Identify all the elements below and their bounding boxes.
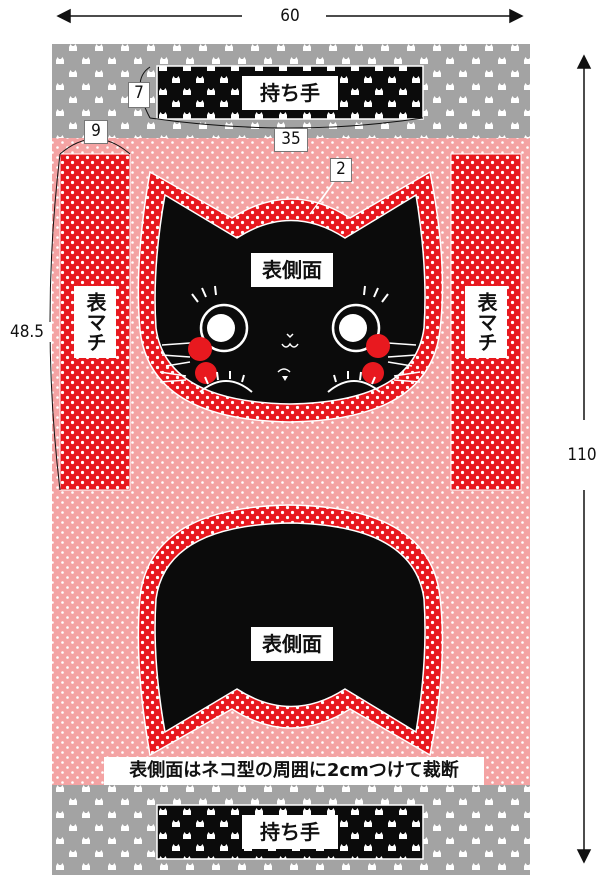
handle-bottom-label: 持ち手 — [242, 815, 338, 849]
cat-whiskers-bottom-icon — [159, 371, 421, 383]
side-top-label: 表側面 — [251, 253, 333, 287]
dimension-gusset-width-label: 9 — [84, 120, 108, 144]
cutting-note: 表側面はネコ型の周囲に2cmつけて裁断 — [104, 757, 484, 785]
cat-cheeks-bottom-icon — [188, 334, 390, 361]
seam-allowance-leaders — [309, 178, 337, 215]
cat-eyes-closed-icon — [199, 371, 381, 393]
cat-side-top-piece — [137, 170, 444, 423]
cat-nose-bottom-icon — [277, 368, 291, 381]
gusset-left-label: 表マチ — [74, 286, 116, 358]
gusset-right-label: 表マチ — [465, 286, 507, 358]
dimension-arrow-height — [576, 54, 592, 864]
side-bottom-label: 表側面 — [251, 627, 333, 661]
dimension-height-label: 110 — [567, 445, 597, 465]
cat-whiskers-icon — [161, 342, 417, 367]
cat-eyes-open-icon — [191, 285, 389, 353]
dimension-handle-length-label: 35 — [274, 128, 308, 152]
dimension-width-label: 60 — [280, 6, 300, 26]
handle-top-label: 持ち手 — [242, 76, 338, 110]
dimension-arrow-width — [56, 8, 524, 24]
dimension-seam-allowance-label: 2 — [330, 158, 352, 182]
cat-cheeks-icon — [195, 362, 384, 384]
dimension-gusset-length-label: 48.5 — [2, 322, 52, 342]
cat-mouth-icon — [281, 333, 299, 348]
dimension-handle-height-label: 7 — [128, 82, 150, 108]
